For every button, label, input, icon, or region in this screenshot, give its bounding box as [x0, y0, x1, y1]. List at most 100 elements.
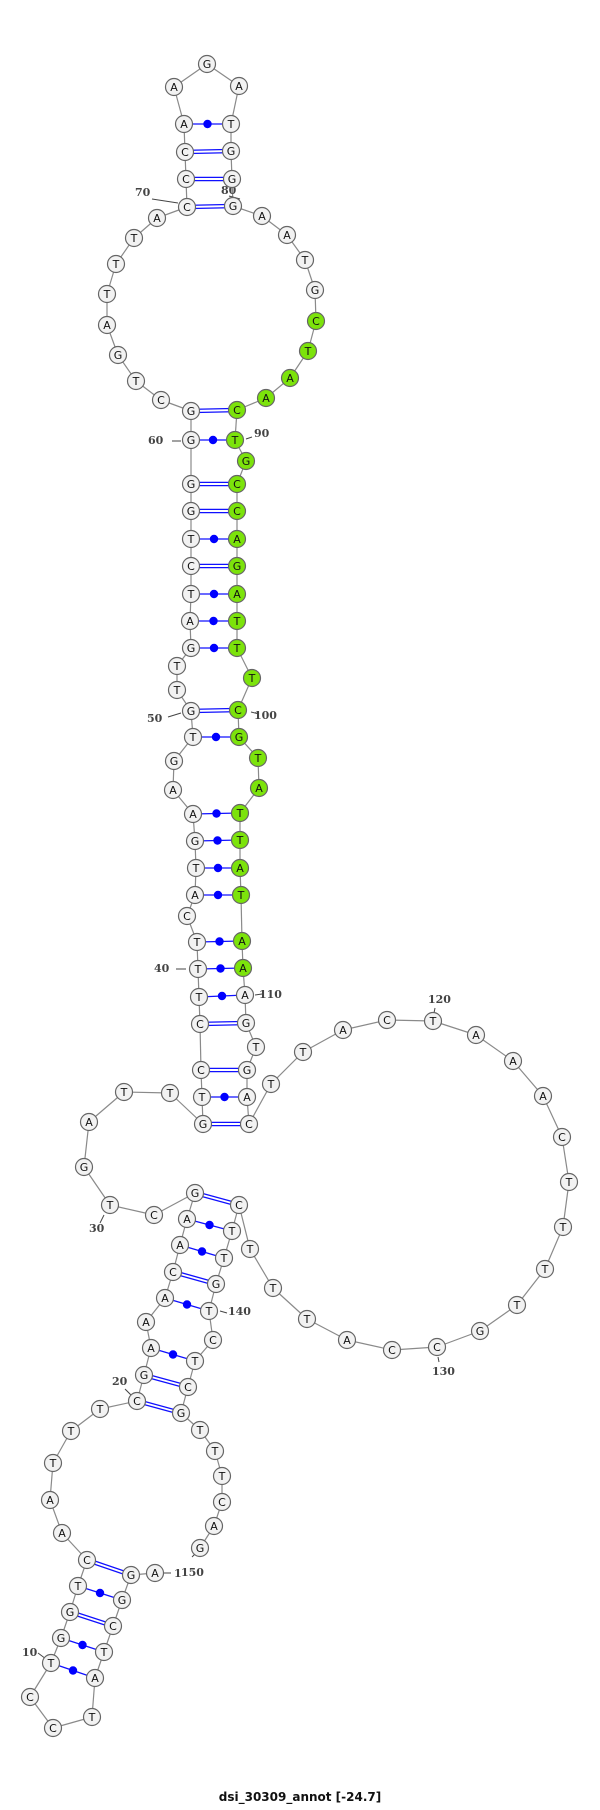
nucleotide-80: G [223, 196, 243, 216]
nucleotide-circle [227, 474, 247, 494]
nucleotide-letter: A [509, 1055, 517, 1068]
nucleotide-circle [233, 958, 253, 978]
nucleotide-letter: A [46, 1494, 54, 1507]
nucleotide-circle [191, 1060, 211, 1080]
nucleotide-122: A [503, 1051, 523, 1071]
nucleotide-circle [263, 1278, 283, 1298]
nucleotide-133: T [297, 1309, 317, 1329]
position-label-100: 100 [254, 709, 277, 722]
nucleotide-letter: A [255, 782, 263, 795]
nucleotide-43: A [185, 885, 205, 905]
label-tick [99, 1214, 105, 1224]
nucleotide-circle [174, 114, 194, 134]
nucleotide-100: C [228, 700, 248, 720]
nucleotide-circle [535, 1259, 555, 1279]
nucleotide-3: G [112, 1590, 132, 1610]
nucleotide-89: C [227, 400, 247, 420]
label-tick [151, 198, 179, 204]
nucleotide-108: A [232, 931, 252, 951]
nucleotide-circle [466, 1025, 486, 1045]
nucleotide-circle [223, 196, 243, 216]
nucleotide-circle [141, 1338, 161, 1358]
nucleotide-letter: T [191, 1355, 199, 1368]
nucleotide-8: C [43, 1718, 63, 1738]
nucleotide-circle [43, 1718, 63, 1738]
nucleotide-148: C [212, 1492, 232, 1512]
nucleotide-144: G [171, 1403, 191, 1423]
nucleotide-circle [176, 169, 196, 189]
nucleotide-letter: G [187, 642, 196, 655]
nucleotide-4: C [103, 1616, 123, 1636]
nucleotide-circle [181, 474, 201, 494]
nucleotide-47: A [163, 780, 183, 800]
nucleotide-letter: G [235, 731, 244, 744]
nucleotide-circle [90, 1399, 110, 1419]
nucleotide-87: A [280, 368, 300, 388]
nucleotide-77: T [221, 114, 241, 134]
nucleotide-circle [423, 1011, 443, 1031]
nucleotide-letter: C [182, 173, 190, 186]
nucleotide-circle [181, 529, 201, 549]
nucleotide-letter: A [239, 962, 247, 975]
nucleotide-circle [228, 700, 248, 720]
nucleotide-letter: A [258, 210, 266, 223]
nucleotide-letter: G [66, 1606, 75, 1619]
nucleotide-circle [186, 858, 206, 878]
nucleotide-letter: T [269, 1282, 277, 1295]
nucleotide-circle [227, 400, 247, 420]
nucleotide-letter: C [433, 1341, 441, 1354]
nucleotide-63: T [126, 371, 146, 391]
nucleotide-67: T [106, 254, 126, 274]
bond-dot [213, 836, 222, 845]
nucleotide-letter: T [252, 1041, 260, 1054]
nucleotide-7: T [82, 1707, 102, 1727]
bond-dot [220, 1092, 229, 1102]
nucleotide-5: T [94, 1642, 114, 1662]
nucleotide-38: C [190, 1014, 210, 1034]
nucleotide-circle [181, 584, 201, 604]
nucleotide-letter: G [118, 1594, 127, 1607]
nucleotide-42: C [177, 906, 197, 926]
nucleotide-letter: T [194, 963, 202, 976]
nucleotide-93: C [227, 501, 247, 521]
position-label-90: 90 [254, 427, 270, 440]
nucleotide-letter: C [49, 1722, 57, 1735]
nucleotide-34: T [160, 1083, 180, 1103]
nucleotide-circle [97, 284, 117, 304]
nucleotide-letter: C [157, 394, 165, 407]
nucleotide-circle [97, 315, 117, 335]
nucleotide-124: C [552, 1127, 572, 1147]
position-label-1: 1 [174, 1567, 182, 1580]
nucleotide-circle [239, 1114, 259, 1134]
nucleotide-circle [82, 1707, 102, 1727]
nucleotide-circle [197, 54, 217, 74]
nucleotide-letter: T [187, 533, 195, 546]
nucleotide-circle [295, 250, 315, 270]
position-label-40: 40 [154, 962, 170, 975]
nucleotide-76: A [229, 76, 249, 96]
nucleotide-95: G [227, 556, 247, 576]
nucleotide-letter: T [299, 1046, 307, 1059]
nucleotide-28: G [185, 1183, 205, 1203]
nucleotide-letter: G [170, 755, 179, 768]
nucleotide-30: T [100, 1195, 120, 1215]
nucleotide-circle [167, 656, 187, 676]
nucleotide-circle [163, 780, 183, 800]
nucleotide-letter: C [209, 1334, 217, 1347]
nucleotide-letter: C [183, 910, 191, 923]
nucleotide-19: T [90, 1399, 110, 1419]
nucleotide-circle [227, 556, 247, 576]
nucleotide-circle [163, 1262, 183, 1282]
nucleotide-1: A [145, 1563, 165, 1583]
nucleotide-117: T [293, 1042, 313, 1062]
bond-dot [209, 534, 219, 544]
nucleotide-circle [232, 931, 252, 951]
nucleotide-143: C [178, 1377, 198, 1397]
nucleotide-letter: T [106, 1199, 114, 1212]
nucleotide-letter: T [248, 672, 256, 685]
nucleotide-circle [240, 1239, 260, 1259]
nucleotide-circle [167, 680, 187, 700]
